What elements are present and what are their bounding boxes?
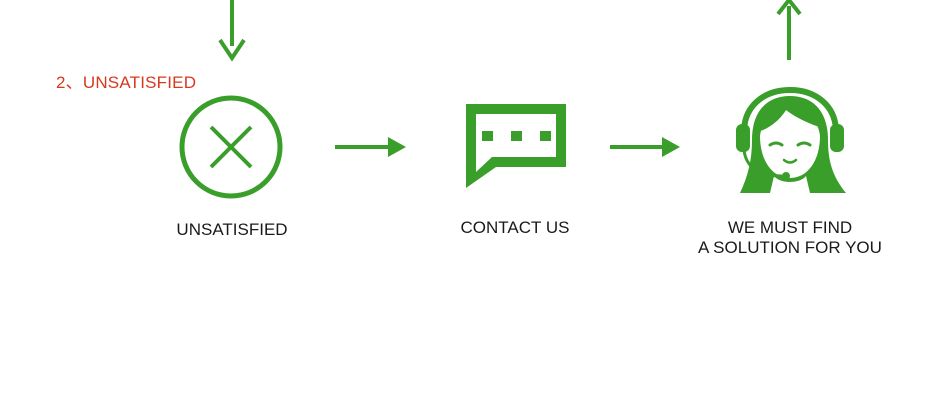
flow-arrow-1: [335, 137, 406, 157]
flow-arrow-2: [610, 137, 680, 157]
step-label-contact-us: CONTACT US: [460, 218, 570, 237]
headset-agent-icon: [736, 86, 846, 193]
incoming-arrow: [218, 0, 246, 62]
step-label-solution-line-1: WE MUST FIND: [727, 218, 853, 237]
step-label-solution-line-2: A SOLUTION FOR YOU: [698, 238, 882, 257]
section-title: 2、UNSATISFIED: [56, 73, 197, 92]
step-label-unsatisfied: UNSATISFIED: [176, 220, 288, 239]
chat-bubble-icon: [466, 104, 566, 188]
x-circle-icon: [179, 95, 283, 199]
outgoing-arrow: [776, 0, 802, 60]
step-label-solution: WE MUST FIND A SOLUTION FOR YOU: [660, 218, 920, 258]
